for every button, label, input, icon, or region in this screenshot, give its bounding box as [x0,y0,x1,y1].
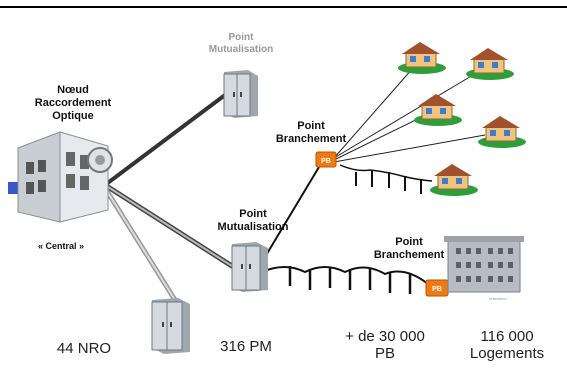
pm-cabinet-bottom-icon [151,298,190,354]
stat-nro: 44 NRO [56,340,112,357]
house-icon [398,42,446,74]
pm-top-label: Point Mutualisation [208,32,274,55]
pb-box-bottom-icon: PB [425,279,449,297]
central-label: « Central » [37,241,85,251]
nro-building-icon [8,131,113,223]
fiber-cables [102,59,486,302]
pb-box-bottom-label: PB [432,286,442,293]
overhead-line-bottom [261,266,429,294]
overhead-line-top [339,164,433,194]
stat-pm: 316 PM [220,338,272,355]
pm-cabinet-mid-icon [231,242,268,292]
pb-box-top-label: PB [321,158,331,165]
apartment-building-icon [444,236,524,293]
stat-pb: + de 30 000 PB [345,328,425,362]
house-icon [414,94,462,126]
pb-box-top-icon: PB [315,151,337,168]
house-icon [478,116,526,148]
nro-title: Nœud Raccordement Optique [34,84,112,122]
pb-bottom-label: Point Branchement [373,236,445,261]
house-icon [466,48,514,80]
top-divider [0,6,567,8]
building-caption: Ilustration [489,296,507,301]
pm-cabinet-top-icon [223,70,258,118]
pm-mid-label: Point Mutualisation [217,208,289,233]
pb-top-label: Point Branchement [275,120,347,145]
stat-logements: 116 000 Logements [469,328,545,362]
house-icon [430,164,478,196]
